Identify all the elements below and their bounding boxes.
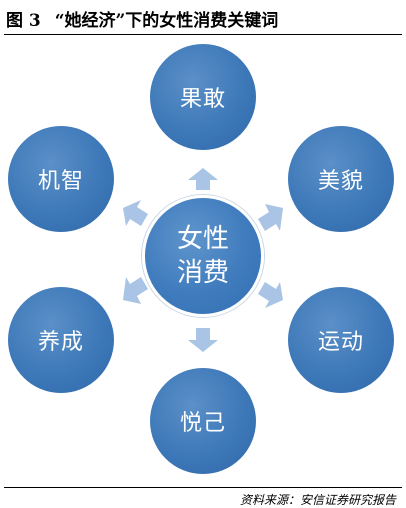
arrow-down [188,328,218,352]
keyword-upper-left-label: 机智 [37,169,84,194]
figure-title-text: “她经济”下的女性消费关键词 [54,11,279,31]
keyword-top: 果敢 [150,44,256,150]
keyword-lower-left: 养成 [8,287,114,393]
keyword-lower-left-label: 养成 [37,330,84,355]
arrow-up [188,168,218,190]
source-note: 资料来源：安信证券研究报告 [239,493,396,507]
keyword-lower-right-label: 运动 [317,330,364,355]
center-circle: 女性 消费 [142,195,264,317]
arrow-lower-left [123,277,148,304]
keyword-upper-right-label: 美貌 [317,169,364,194]
title-rule [4,34,402,35]
arrow-upper-left [123,200,148,226]
keyword-upper-right: 美貌 [288,126,394,232]
keyword-lower-right: 运动 [288,287,394,393]
arrow-upper-right [258,204,283,231]
figure-number: 图 3 [6,11,41,31]
footer-rule [4,487,402,488]
keyword-upper-left: 机智 [8,126,114,232]
keyword-top-label: 果敢 [179,87,226,112]
center-line-2: 消费 [176,258,229,288]
keyword-bottom-label: 悦己 [179,411,226,436]
keyword-bottom: 悦己 [150,368,256,474]
center-line-1: 女性 [176,224,229,254]
figure-title: 图 3 “她经济”下的女性消费关键词 [6,6,402,31]
arrow-lower-right [258,282,283,308]
